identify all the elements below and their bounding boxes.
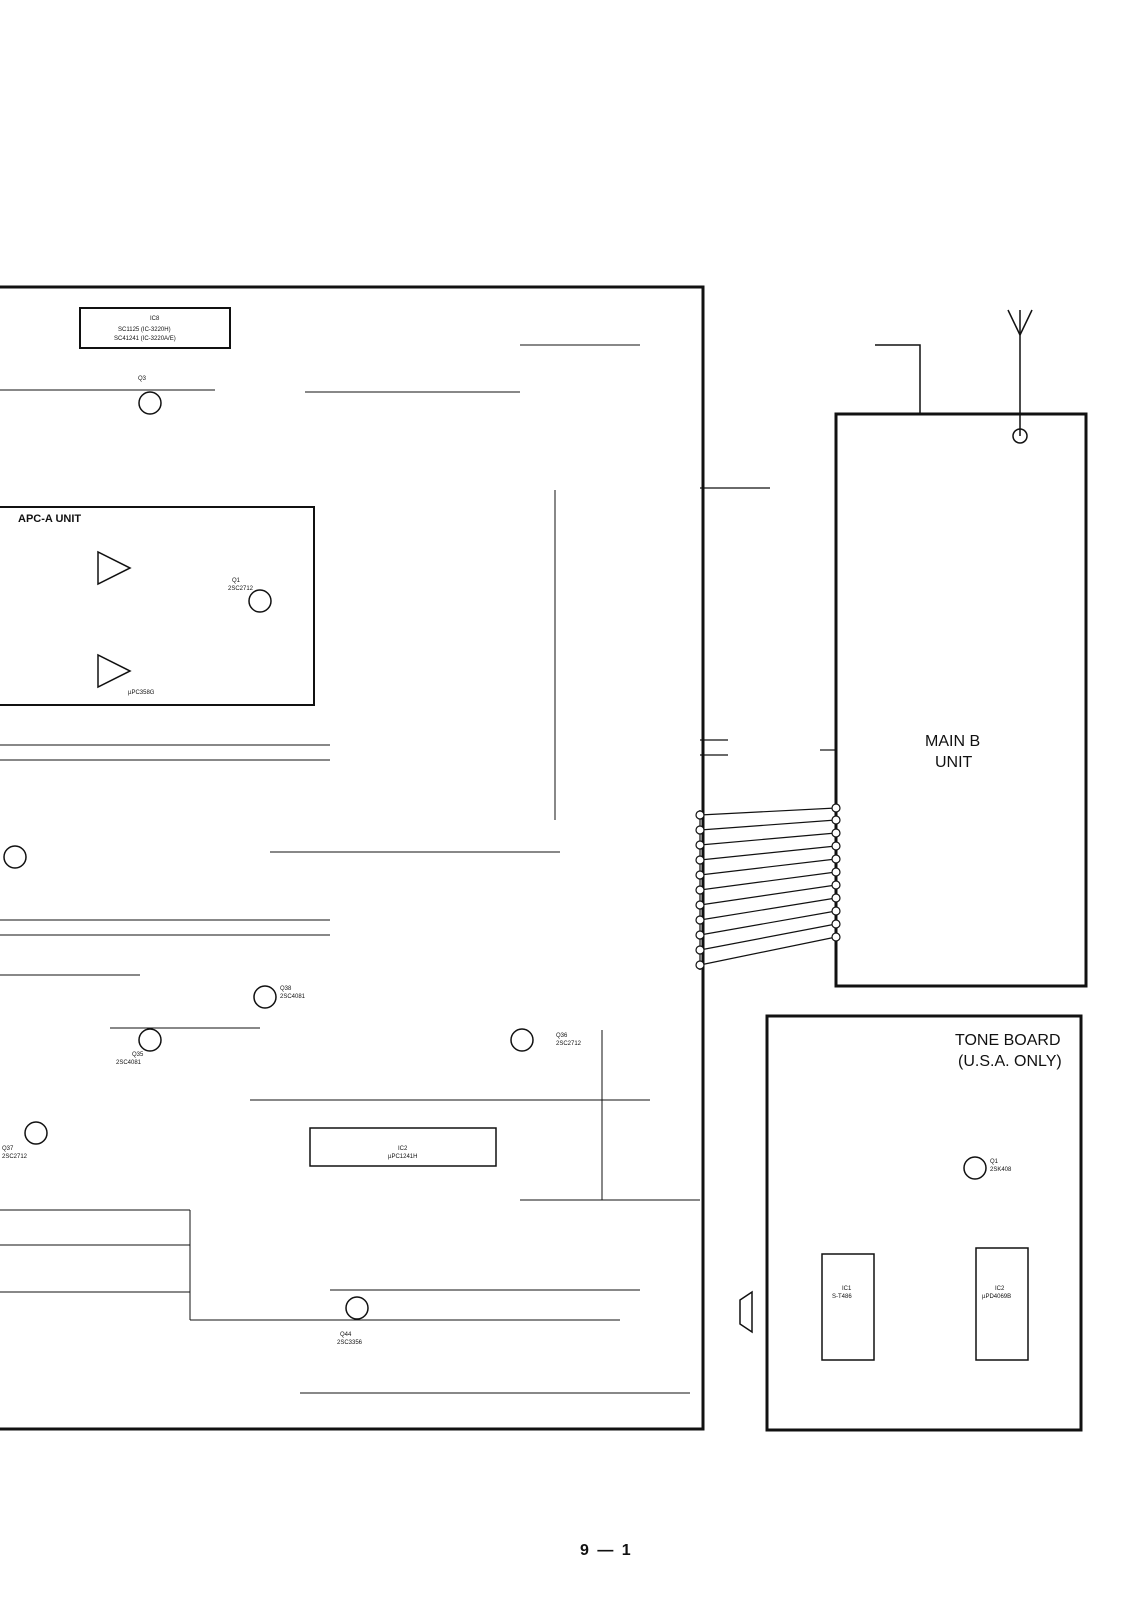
ic8-label: IC8 [150,316,160,322]
q34-symbol [138,1028,162,1052]
q36-part: 2SC2712 [556,1041,582,1047]
q37-symbol [24,1121,48,1145]
ic8-part-1: SC1125 (IC-3220H) [118,327,171,333]
main-b-unit-label-1: MAIN B [925,733,980,750]
q1-symbol [248,589,272,613]
q35-label: Q35 [132,1052,144,1058]
connector-bus [699,487,837,970]
q44-part: 2SC3356 [337,1340,363,1346]
tone-ic2-box [975,1247,1029,1361]
q35-part: 2SC4081 [116,1060,142,1066]
tone-q1-part: 2SK408 [990,1167,1012,1173]
ic2-box [309,1127,497,1167]
q3-label: Q3 [138,376,147,382]
q3-symbol [138,391,162,415]
q38-symbol [253,985,277,1009]
page-number: 9 — 1 [580,1542,633,1559]
q38-label: Q38 [280,986,292,992]
q37-part: 2SC2712 [2,1154,28,1160]
ic2-label: IC2 [398,1146,408,1152]
antenna-feed-line [875,344,921,414]
tone-ic2-label: IC2 [995,1286,1005,1292]
ic1-part: µPC358G [128,690,155,696]
antenna-symbol [1007,309,1033,444]
connector-pins [695,803,841,970]
apc-unit-label: APC-A UNIT [18,513,81,525]
transistor-symbols [3,391,987,1334]
q1-label: Q1 [232,578,241,584]
q36-symbol [510,1028,534,1052]
ic1-opamp-lower [97,653,132,689]
q35-symbol [3,845,27,869]
ic1-opamp-upper [97,550,132,586]
q1-part: 2SC2712 [228,586,254,592]
tone-ic2-part: µPD4069B [982,1294,1011,1300]
ic2-part: µPC1241H [388,1154,417,1160]
tone-q1-label: Q1 [990,1159,999,1165]
q38-part: 2SC4081 [280,994,306,1000]
main-board-frame [0,285,705,1431]
main-board-wiring [0,344,700,1394]
ic8-part-2: SC41241 (IC-3220A/E) [114,336,176,342]
speaker-symbol [739,1290,753,1334]
q44-symbol [345,1296,369,1320]
tone-board-label-1: TONE BOARD [955,1032,1061,1049]
tone-ic1-part: S-T486 [832,1294,852,1300]
q37-label: Q37 [2,1146,14,1152]
tone-q1-symbol [963,1156,987,1180]
main-b-unit-box [834,412,1088,988]
tone-ic1-label: IC1 [842,1286,852,1292]
main-b-unit-label-2: UNIT [935,754,973,771]
tone-board-box [765,1014,1083,1432]
q44-label: Q44 [340,1332,352,1338]
q36-label: Q36 [556,1033,568,1039]
tone-ic1-box [821,1253,875,1361]
apc-unit-box [0,506,315,706]
ic8-box [79,307,231,349]
tone-board-label-2: (U.S.A. ONLY) [958,1053,1062,1070]
